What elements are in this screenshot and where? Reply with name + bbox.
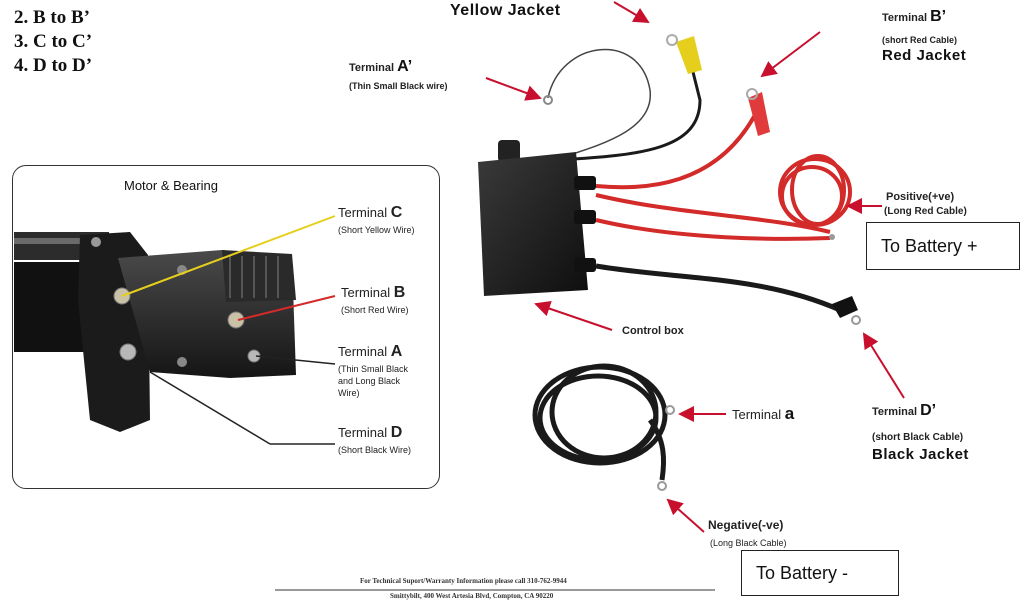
terminal-d-sub: (Short Black Wire) — [338, 445, 412, 455]
terminal-a-label: Terminal A — [338, 343, 403, 360]
long-red-cable — [778, 154, 852, 227]
control-box-label: Control box — [622, 325, 684, 337]
terminal-a-sub-3: Wire) — [338, 388, 360, 398]
negative-label: Negative(-ve) — [708, 518, 784, 532]
positive-sub: (Long Red Cable) — [884, 206, 967, 217]
terminal-b-prime-sub: (short Red Cable) — [882, 35, 958, 45]
terminal-d-prime-label: Terminal D’ — [872, 402, 937, 419]
terminal-a-sub-1: (Thin Small Black — [338, 364, 409, 374]
red-jacket-label: Red Jacket — [882, 47, 967, 64]
motor-illustration — [14, 232, 296, 432]
control-box-illustration — [478, 140, 596, 296]
terminal-b-label: Terminal B — [341, 284, 406, 301]
battery-minus-box: To Battery - — [741, 550, 899, 596]
motor-title: Motor & Bearing — [124, 178, 218, 193]
step-4: 4. D to D’ — [14, 55, 93, 76]
terminal-b-prime-label: Terminal B’ — [882, 8, 947, 25]
yellow-jacket-label: Yellow Jacket — [450, 2, 561, 19]
black-jacket-label: Black Jacket — [872, 446, 969, 463]
step-3: 3. C to C’ — [14, 31, 93, 52]
instruction-steps: 2. B to B’ 3. C to C’ 4. D to D’ — [14, 6, 92, 78]
battery-plus-label: To Battery + — [881, 235, 978, 256]
battery-minus-label: To Battery - — [756, 562, 849, 583]
terminal-c-label: Terminal C — [338, 204, 403, 221]
footer-address-line: Smittybilt, 400 West Artesia Blvd, Compt… — [390, 592, 554, 600]
terminal-c-sub: (Short Yellow Wire) — [338, 225, 415, 235]
terminal-a-prime-label: Terminal A’ — [349, 58, 413, 75]
positive-label: Positive(+ve) — [886, 191, 955, 203]
terminal-b-sub: (Short Red Wire) — [341, 305, 409, 315]
battery-plus-box: To Battery + — [866, 222, 1020, 270]
step-2: 2. B to B’ — [14, 7, 90, 28]
terminal-a-sub-2: and Long Black — [338, 376, 401, 386]
terminal-d-label: Terminal D — [338, 424, 403, 441]
long-black-cable — [532, 363, 668, 466]
negative-sub: (Long Black Cable) — [710, 538, 787, 548]
terminal-a-prime-sub: (Thin Small Black wire) — [349, 81, 448, 91]
footer-support-line: For Technical Suport/Warranty Informatio… — [360, 577, 567, 585]
terminal-a-small-label: Terminal a — [732, 404, 795, 423]
terminal-d-prime-sub: (short Black Cable) — [872, 432, 964, 443]
